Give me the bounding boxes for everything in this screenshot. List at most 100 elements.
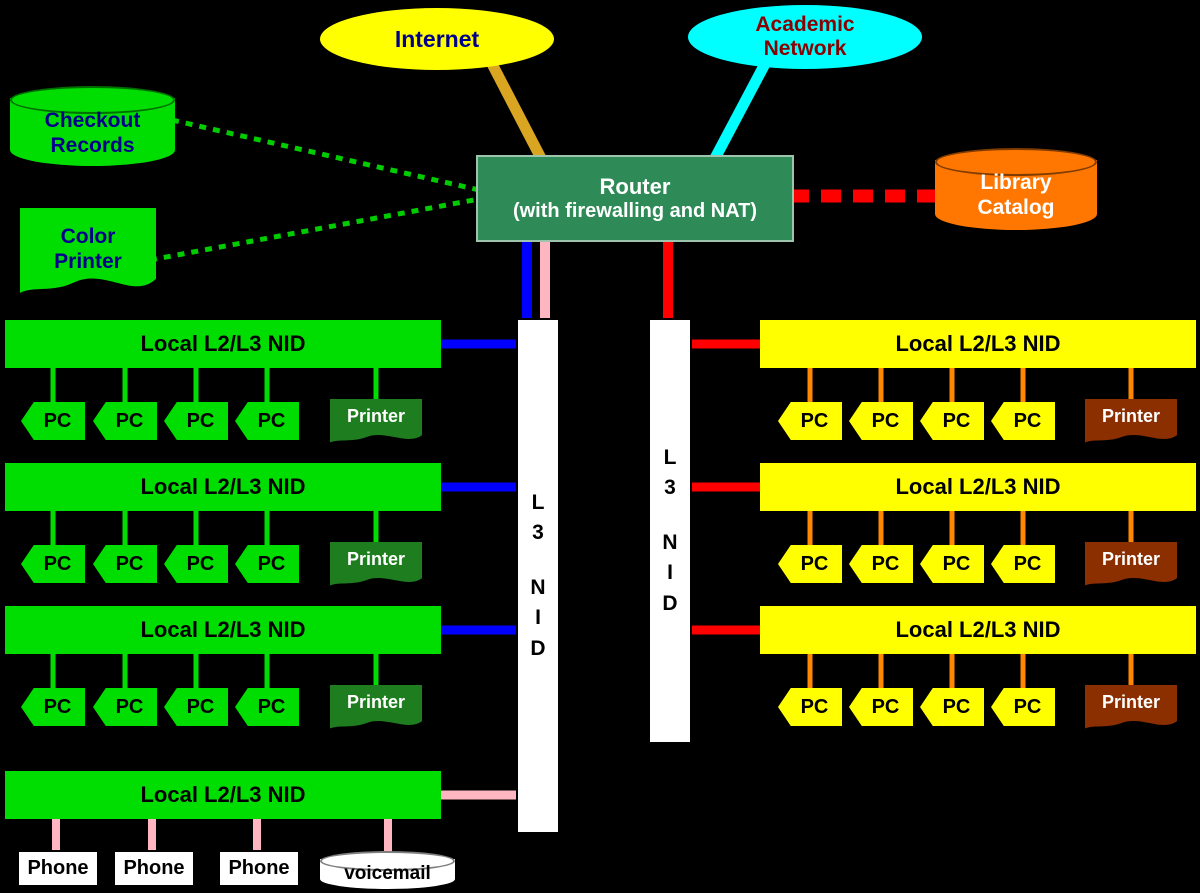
l3-letter: 3 bbox=[532, 521, 544, 545]
pc-label: PC bbox=[942, 695, 971, 718]
nid-label: Local L2/L3 NID bbox=[140, 782, 306, 807]
pc-node: PC bbox=[849, 688, 913, 726]
printer-shape bbox=[1085, 685, 1177, 729]
pc-label: PC bbox=[43, 552, 72, 575]
nid-label: Local L2/L3 NID bbox=[895, 474, 1061, 499]
printer-label: Printer bbox=[346, 406, 406, 426]
pc-node: PC bbox=[21, 688, 85, 726]
right-nid-bar: Local L2/L3 NID bbox=[760, 606, 1196, 654]
library-catalog-label: Library Catalog bbox=[977, 171, 1055, 220]
pc-node: PC bbox=[21, 545, 85, 583]
academic-router-link bbox=[708, 59, 771, 165]
printer-node: Printer bbox=[330, 399, 422, 446]
pc-label: PC bbox=[942, 409, 971, 432]
cylinder-lid bbox=[935, 148, 1097, 176]
pc-node: PC bbox=[849, 402, 913, 440]
pc-node: PC bbox=[21, 402, 85, 440]
l3-letter: I bbox=[535, 606, 541, 630]
left-nid-bar: Local L2/L3 NID bbox=[5, 463, 441, 511]
pc-label: PC bbox=[800, 552, 829, 575]
pc-node: PC bbox=[991, 402, 1055, 440]
l3-letter: I bbox=[667, 561, 673, 585]
router-label: Router bbox=[599, 174, 671, 199]
internet-label: Internet bbox=[394, 25, 480, 52]
checkout-records-db: Checkout Records bbox=[10, 86, 175, 166]
printer-node: Printer bbox=[330, 542, 422, 589]
phone-node: Phone bbox=[17, 850, 99, 887]
printer-label: Printer bbox=[346, 549, 406, 569]
pc-label: PC bbox=[43, 409, 72, 432]
pc-node: PC bbox=[991, 545, 1055, 583]
pc-label: PC bbox=[257, 552, 286, 575]
pc-label: PC bbox=[115, 552, 144, 575]
pc-node: PC bbox=[920, 545, 984, 583]
academic-network-label: Academic Network bbox=[755, 13, 855, 60]
color-printer-label: Color Printer bbox=[54, 225, 122, 274]
pc-node: PC bbox=[93, 688, 157, 726]
printer-node: Printer bbox=[1085, 685, 1177, 732]
pc-node: PC bbox=[849, 545, 913, 583]
pc-label: PC bbox=[871, 409, 900, 432]
printer-label: Printer bbox=[1101, 549, 1161, 569]
nid-label: Local L2/L3 NID bbox=[895, 331, 1061, 356]
l3-letter: N bbox=[530, 575, 546, 599]
pc-node: PC bbox=[235, 688, 299, 726]
printer-shape bbox=[1085, 542, 1177, 586]
left-nid-bar: Local L2/L3 NID bbox=[5, 320, 441, 368]
pc-label: PC bbox=[186, 695, 215, 718]
pc-label: PC bbox=[1013, 695, 1042, 718]
router-sublabel: (with firewalling and NAT) bbox=[512, 200, 758, 222]
pc-node: PC bbox=[778, 688, 842, 726]
pc-node: PC bbox=[778, 402, 842, 440]
pc-node: PC bbox=[991, 688, 1055, 726]
checkout-records-label: Checkout Records bbox=[44, 109, 141, 158]
internet-router-link bbox=[484, 55, 548, 165]
left-drop-links bbox=[50, 366, 379, 692]
pc-label: PC bbox=[257, 409, 286, 432]
pc-label: PC bbox=[115, 409, 144, 432]
pc-label: PC bbox=[186, 409, 215, 432]
cylinder-lid bbox=[10, 86, 175, 114]
phone-nid-bar: Local L2/L3 NID bbox=[5, 771, 441, 819]
color-printer-router-link bbox=[149, 196, 480, 263]
l3-letter: D bbox=[530, 636, 546, 660]
printer-node: Printer bbox=[330, 685, 422, 732]
printer-label: Printer bbox=[1101, 692, 1161, 712]
voicemail-label: voicemail bbox=[344, 863, 431, 884]
right-nid-bar: Local L2/L3 NID bbox=[760, 463, 1196, 511]
right-nid-uplinks bbox=[686, 339, 763, 635]
pc-node: PC bbox=[93, 402, 157, 440]
phone-label: Phone bbox=[123, 857, 185, 879]
right-nid-bar: Local L2/L3 NID bbox=[760, 320, 1196, 368]
cylinder-lid bbox=[320, 851, 455, 871]
phone-node: Phone bbox=[113, 850, 195, 887]
l3-letter: N bbox=[662, 530, 678, 554]
left-nid-bar: Local L2/L3 NID bbox=[5, 606, 441, 654]
printer-shape bbox=[330, 399, 422, 443]
pc-node: PC bbox=[778, 545, 842, 583]
pc-label: PC bbox=[115, 695, 144, 718]
l3-letter: L bbox=[663, 445, 677, 469]
phone-drop-links bbox=[52, 817, 392, 858]
pc-label: PC bbox=[871, 552, 900, 575]
pc-label: PC bbox=[1013, 409, 1042, 432]
printer-shape bbox=[1085, 399, 1177, 443]
nid-label: Local L2/L3 NID bbox=[140, 474, 306, 499]
pc-label: PC bbox=[871, 695, 900, 718]
nid-label: Local L2/L3 NID bbox=[140, 331, 306, 356]
pc-node: PC bbox=[164, 688, 228, 726]
pc-label: PC bbox=[257, 695, 286, 718]
l3-letter: L bbox=[531, 490, 545, 514]
phone-label: Phone bbox=[228, 857, 290, 879]
academic-network-cloud: Academic Network bbox=[688, 5, 922, 69]
internet-cloud: Internet bbox=[320, 8, 554, 70]
color-printer-node: Color Printer bbox=[20, 208, 156, 300]
printer-node: Printer bbox=[1085, 399, 1177, 446]
phone-node: Phone bbox=[218, 850, 300, 887]
pc-label: PC bbox=[942, 552, 971, 575]
library-catalog-db: Library Catalog bbox=[935, 148, 1097, 230]
pc-label: PC bbox=[1013, 552, 1042, 575]
printer-shape bbox=[20, 208, 156, 293]
l3-letter: D bbox=[662, 591, 678, 615]
